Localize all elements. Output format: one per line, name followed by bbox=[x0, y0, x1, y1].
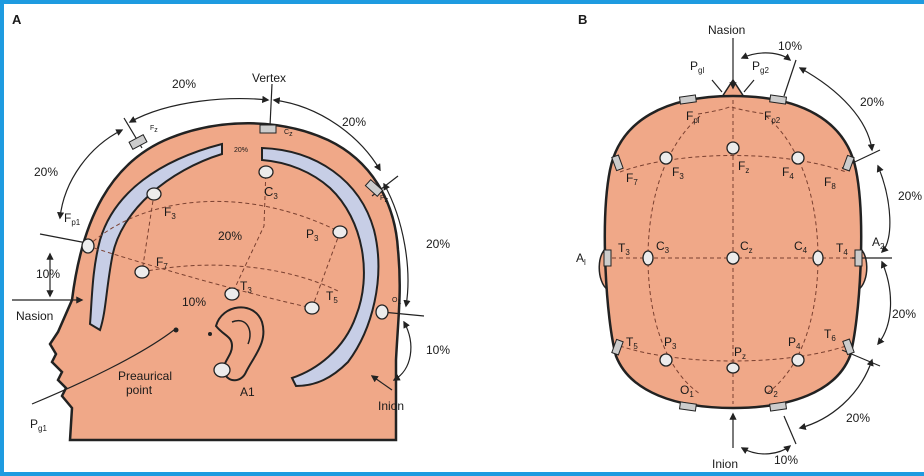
panel-b-label: B bbox=[578, 12, 587, 27]
fp1-label-a: Fp1 bbox=[64, 211, 81, 227]
pg1-label-a: Pg1 bbox=[30, 417, 47, 433]
electrode-f3 bbox=[147, 188, 161, 200]
electrode-p3-b bbox=[660, 354, 672, 366]
pct-b-top: 10% bbox=[778, 39, 802, 53]
pct-lower: 10% bbox=[182, 295, 206, 309]
pct-nasion: 10% bbox=[36, 267, 60, 281]
pg1-label-b: Pgl bbox=[690, 59, 704, 75]
electrode-t3 bbox=[225, 288, 239, 300]
pct-bottom-right: 10% bbox=[426, 343, 450, 357]
vertex-label: Vertex bbox=[252, 71, 286, 85]
pct-b-bottom: 10% bbox=[774, 453, 798, 467]
pct-center: 20% bbox=[218, 229, 242, 243]
electrode-t5 bbox=[305, 302, 319, 314]
pg2-label-b: Pg2 bbox=[752, 59, 769, 75]
cz-inner-label: 20% bbox=[234, 147, 248, 154]
preauricular-dot-2 bbox=[208, 332, 212, 336]
pct-right: 20% bbox=[426, 237, 450, 251]
preauricular-label-1: Preaurical bbox=[118, 369, 172, 383]
pct-top-right: 20% bbox=[342, 115, 366, 129]
a2-label-b: A2 bbox=[872, 235, 885, 251]
preauricular-dot bbox=[174, 328, 179, 333]
electrode-fz-b bbox=[727, 142, 739, 154]
nasion-label-b: Nasion bbox=[708, 23, 745, 37]
electrode-p4-b bbox=[792, 354, 804, 366]
pct-top-left: 20% bbox=[172, 77, 196, 91]
preauricular-label-2: point bbox=[126, 383, 153, 397]
electrode-f3-b bbox=[660, 152, 672, 164]
electrode-c3-b bbox=[643, 251, 653, 265]
electrode-c4-b bbox=[813, 251, 823, 265]
pct-b-right-far: 20% bbox=[898, 189, 922, 203]
pct-b-bottom-right: 20% bbox=[846, 411, 870, 425]
electrode-pz-b bbox=[727, 363, 739, 373]
pct-left: 20% bbox=[34, 165, 58, 179]
electrode-f4-b bbox=[792, 152, 804, 164]
a1-label: A1 bbox=[240, 385, 255, 399]
pad-cz bbox=[260, 125, 276, 133]
pct-b-right-low: 20% bbox=[892, 307, 916, 321]
electrode-p3 bbox=[333, 226, 347, 238]
electrode-f7 bbox=[135, 266, 149, 278]
electrode-c3 bbox=[259, 166, 273, 178]
inion-label-a: Inion bbox=[378, 399, 404, 413]
pct-b-right-top: 20% bbox=[860, 95, 884, 109]
electrode-a1 bbox=[214, 363, 230, 377]
nasion-label-a: Nasion bbox=[16, 309, 53, 323]
pad-fz bbox=[129, 135, 147, 150]
electrode-fp1 bbox=[82, 239, 94, 253]
electrode-cz-b bbox=[727, 252, 739, 264]
inion-label-b: Inion bbox=[712, 457, 738, 471]
a1-label-b: Al bbox=[576, 251, 586, 267]
electrode-o1 bbox=[376, 305, 388, 319]
panel-a-label: A bbox=[12, 12, 22, 27]
fz-label-a: Fz bbox=[150, 125, 158, 134]
